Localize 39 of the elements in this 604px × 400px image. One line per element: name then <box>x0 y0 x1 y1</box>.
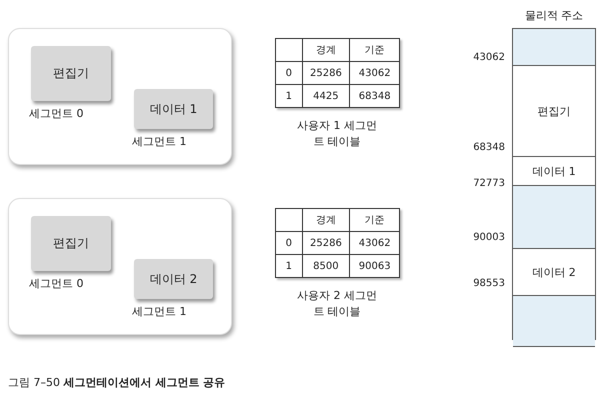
memory-segment: 편집기 <box>513 66 595 157</box>
table-cell: 25286 <box>302 232 350 254</box>
address-label: 90003 <box>472 232 505 243</box>
process-panel <box>8 28 232 165</box>
table-caption: 사용자 2 세그먼트 테이블 <box>297 288 377 320</box>
table-caption: 사용자 1 세그먼트 테이블 <box>297 118 377 150</box>
segment-label: 세그먼트 1 <box>132 304 186 319</box>
address-label: 98553 <box>472 278 505 289</box>
table-cell: 90063 <box>350 254 400 278</box>
table-cell: 0 <box>276 232 302 254</box>
table-cell: 1 <box>276 254 302 278</box>
process-panel <box>8 198 232 335</box>
column-heading: 물리적 주소 <box>524 8 584 24</box>
table-cell: 8500 <box>302 254 350 278</box>
table-cell: 0 <box>276 62 302 84</box>
free-memory-block <box>513 186 595 249</box>
segment-label: 세그먼트 0 <box>29 276 84 291</box>
table-cell: 1 <box>276 84 302 108</box>
table-cell: 기준 <box>350 38 400 62</box>
table-cell: 경계 <box>302 208 350 232</box>
segment-box: 편집기 <box>31 216 111 271</box>
segment-label: 세그먼트 1 <box>132 134 186 149</box>
address-label: 68348 <box>472 142 505 153</box>
figure-caption: 그림 7–50 세그먼테이션에서 세그먼트 공유 <box>8 375 226 390</box>
address-label: 43062 <box>472 52 505 63</box>
free-memory-block <box>513 29 595 66</box>
free-memory-block <box>513 296 595 347</box>
table-cell: 기준 <box>350 208 400 232</box>
table-cell: 경계 <box>302 38 350 62</box>
segment-box: 데이터 2 <box>134 259 213 299</box>
address-label: 72773 <box>472 178 505 189</box>
table-cell: 68348 <box>350 84 400 108</box>
segment-box: 편집기 <box>31 46 111 101</box>
segment-box: 데이터 1 <box>134 89 213 129</box>
table-cell: 43062 <box>350 62 400 84</box>
table-cell: 25286 <box>302 62 350 84</box>
table-cell: 4425 <box>302 84 350 108</box>
table-cell: 43062 <box>350 232 400 254</box>
segment-label: 세그먼트 0 <box>29 106 84 121</box>
